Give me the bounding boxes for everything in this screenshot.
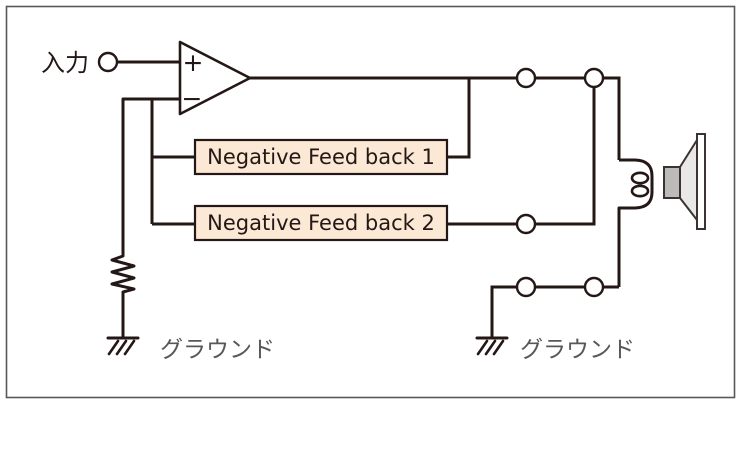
opamp-minus-label: − — [182, 84, 203, 113]
input-label: 入力 — [41, 49, 89, 77]
speaker-icon — [663, 133, 706, 230]
return-terminal-1 — [515, 276, 537, 298]
negative-feedback-2-box — [193, 204, 449, 242]
opamp-triangle — [178, 40, 252, 116]
wire-nfb1-tap — [447, 78, 471, 159]
wire-feedback-bus — [150, 99, 195, 226]
output-terminal-1 — [515, 67, 537, 89]
negative-feedback-2-label: Negative Feed back 2 — [207, 211, 435, 235]
negative-feedback-1-box — [193, 138, 449, 176]
ground-symbol-right — [475, 336, 509, 356]
speaker-magnet — [663, 166, 681, 199]
output-terminal-2 — [583, 67, 605, 89]
return-terminal-2 — [583, 276, 605, 298]
negative-feedback-1-label: Negative Feed back 1 — [207, 145, 435, 169]
coil-loop-1 — [630, 171, 650, 185]
ground-symbol-left — [106, 336, 140, 356]
wire-nfb2-return — [447, 78, 596, 226]
nfb2-terminal — [515, 213, 537, 235]
voice-coil-wire — [617, 158, 654, 287]
diagram-frame — [5, 5, 736, 399]
input-terminal — [97, 51, 119, 73]
ground-label-left: グラウンド — [160, 337, 275, 363]
speaker-baffle — [696, 133, 706, 230]
coil-loop-2 — [630, 184, 650, 198]
wire-speaker-return — [490, 285, 619, 338]
opamp-plus-label: + — [183, 48, 204, 77]
wire-output — [250, 76, 621, 160]
ground-label-right: グラウンド — [520, 337, 635, 363]
wire-inverting-with-resistor — [110, 97, 180, 338]
